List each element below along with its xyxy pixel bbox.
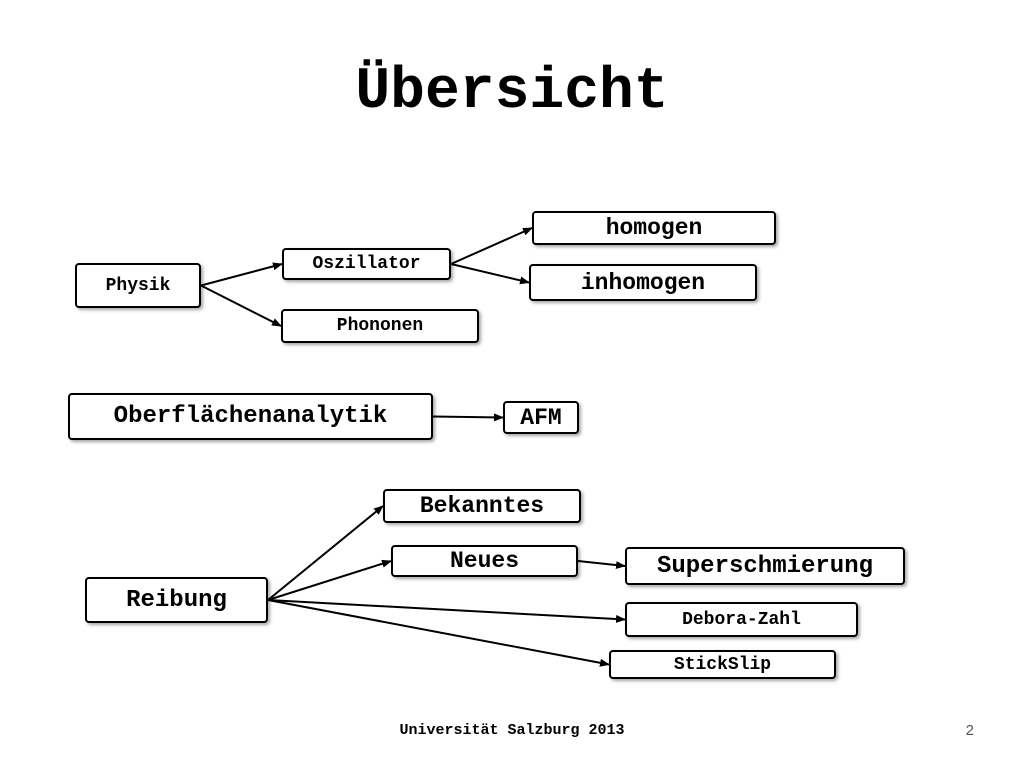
node-homogen: homogen bbox=[532, 211, 776, 245]
arrow-reibung-to-stickslip bbox=[267, 599, 610, 667]
node-inhomogen: inhomogen bbox=[529, 264, 757, 301]
node-oszillator: Oszillator bbox=[282, 248, 451, 280]
arrow-reibung-to-debora_zahl bbox=[267, 599, 626, 624]
node-bekanntes: Bekanntes bbox=[383, 489, 581, 523]
node-neues: Neues bbox=[391, 545, 578, 577]
arrow-physik-to-phononen bbox=[200, 284, 282, 327]
node-phononen: Phononen bbox=[281, 309, 479, 343]
slide-footer: Universität Salzburg 2013 bbox=[399, 722, 625, 739]
node-physik: Physik bbox=[75, 263, 201, 308]
page-number: 2 bbox=[965, 722, 974, 739]
arrow-physik-to-oszillator bbox=[200, 262, 283, 287]
node-stickslip: StickSlip bbox=[609, 650, 836, 679]
node-superschmierung: Superschmierung bbox=[625, 547, 905, 585]
arrow-reibung-to-bekanntes bbox=[267, 505, 384, 601]
node-debora-zahl: Debora-Zahl bbox=[625, 602, 858, 637]
arrow-oszillator-to-homogen bbox=[450, 227, 533, 265]
arrow-oberflaechenanalytik-to-afm bbox=[432, 413, 504, 422]
node-afm: AFM bbox=[503, 401, 579, 434]
node-reibung: Reibung bbox=[85, 577, 268, 623]
arrow-oszillator-to-inhomogen bbox=[450, 263, 530, 285]
arrow-neues-to-superschmierung bbox=[577, 560, 626, 570]
arrow-reibung-to-neues bbox=[267, 559, 392, 601]
slide-title: Übersicht bbox=[355, 60, 669, 125]
node-oberflaechenanalytik: Oberflächenanalytik bbox=[68, 393, 433, 440]
